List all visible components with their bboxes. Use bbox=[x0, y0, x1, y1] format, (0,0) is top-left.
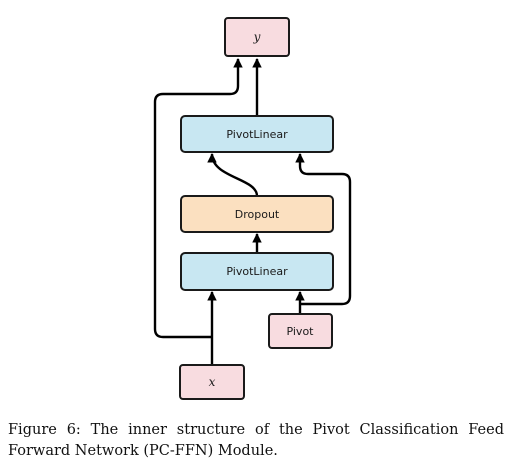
edge-residual-x-to-y bbox=[153, 58, 243, 339]
node-pivot-box bbox=[268, 313, 333, 349]
node-pivotlinear-bottom-label: PivotLinear bbox=[226, 265, 288, 278]
node-x-box bbox=[179, 364, 245, 400]
node-pivotlinear-bottom: PivotLinear bbox=[180, 252, 334, 291]
node-y-box bbox=[224, 17, 290, 57]
pc-ffn-diagram: y PivotLinear Dropout PivotLinear Pivot … bbox=[153, 17, 352, 400]
node-x-label: x bbox=[209, 375, 216, 389]
node-pivot-label: Pivot bbox=[286, 325, 314, 338]
node-dropout: Dropout bbox=[180, 195, 334, 233]
node-dropout-label: Dropout bbox=[235, 208, 280, 221]
node-pivotlinear-bottom-box bbox=[180, 252, 334, 291]
node-y-label: y bbox=[253, 30, 261, 44]
figure-caption: Figure 6: The inner structure of the Piv… bbox=[8, 422, 504, 459]
node-x: x bbox=[179, 364, 245, 400]
node-pivotlinear-top-label: PivotLinear bbox=[226, 128, 288, 141]
node-pivotlinear-top: PivotLinear bbox=[180, 115, 334, 153]
node-dropout-box bbox=[180, 195, 334, 233]
node-pivot: Pivot bbox=[268, 313, 333, 349]
edge-dropout-to-pivotlinear-top bbox=[207, 153, 259, 197]
node-pivotlinear-top-box bbox=[180, 115, 334, 153]
edge-pivot-to-pivotlinear-top bbox=[295, 153, 352, 306]
node-y: y bbox=[224, 17, 290, 57]
